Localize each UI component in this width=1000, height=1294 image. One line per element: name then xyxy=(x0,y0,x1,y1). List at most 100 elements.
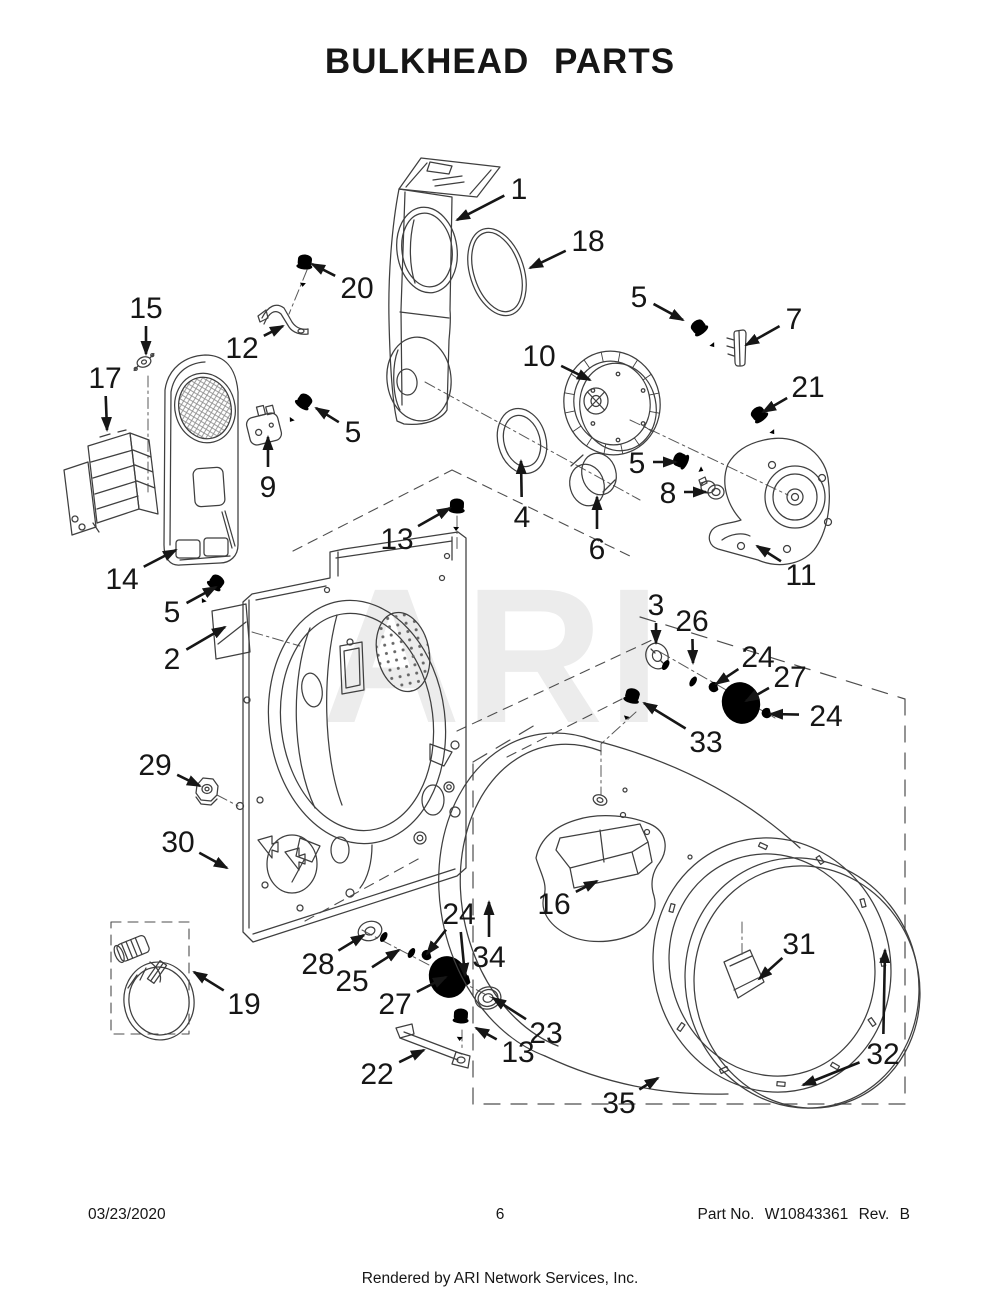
callout-arrow-25 xyxy=(371,948,401,969)
part-6-ring xyxy=(569,452,617,507)
part-11-blower-housing xyxy=(708,437,833,566)
callout-5: 5 xyxy=(345,416,362,449)
callout-4: 4 xyxy=(514,501,531,534)
callout-17: 17 xyxy=(88,362,121,395)
callout-arrow-14 xyxy=(143,548,178,568)
callout-12: 12 xyxy=(225,332,258,365)
callout-35: 35 xyxy=(602,1087,635,1120)
callout-24: 24 xyxy=(442,898,475,931)
part-17-heater-assembly xyxy=(63,429,159,536)
callout-arrow-31 xyxy=(757,957,784,981)
part-16-front-seal-patch xyxy=(535,815,666,943)
callout-arrow-13 xyxy=(474,1026,498,1041)
callout-arrow-27 xyxy=(744,686,770,703)
part-10-blower-wheel xyxy=(563,350,661,456)
callout-11: 11 xyxy=(785,559,816,592)
callout-arrow-2 xyxy=(185,625,227,651)
part-29-nut xyxy=(195,777,245,811)
part-7-clip xyxy=(726,329,747,367)
callout-27: 27 xyxy=(773,661,806,694)
part-5-screw-1 xyxy=(283,390,316,427)
callout-arrow-24 xyxy=(768,708,800,720)
callout-arrow-5 xyxy=(314,406,340,424)
callout-27: 27 xyxy=(378,988,411,1021)
part-no-label: Part No. xyxy=(697,1206,755,1223)
callout-26: 26 xyxy=(675,605,708,638)
callout-7: 7 xyxy=(786,303,803,336)
callout-arrow-1 xyxy=(455,194,505,222)
callout-arrow-19 xyxy=(192,970,225,992)
callout-arrow-16 xyxy=(575,879,599,893)
callout-19: 19 xyxy=(227,988,260,1021)
part-15-thermal-fuse xyxy=(133,352,155,372)
footer-date: 03/23/2020 xyxy=(88,1206,166,1223)
callout-arrow-29 xyxy=(176,773,202,788)
callout-25: 25 xyxy=(335,965,368,998)
callout-arrow-22 xyxy=(398,1048,426,1064)
callout-22: 22 xyxy=(360,1058,393,1091)
callout-arrow-30 xyxy=(198,851,229,870)
callout-28: 28 xyxy=(301,948,334,981)
callout-30: 30 xyxy=(161,826,194,859)
part-23-washer xyxy=(474,986,502,1010)
part-14-lint-duct-cover xyxy=(163,354,239,566)
callout-10: 10 xyxy=(522,340,555,373)
callout-arrow-27 xyxy=(416,975,448,994)
callout-arrow-5 xyxy=(185,585,218,605)
callout-5: 5 xyxy=(631,281,648,314)
callout-31: 31 xyxy=(782,928,815,961)
callout-arrow-32 xyxy=(879,948,891,1035)
callout-arrow-26 xyxy=(687,638,699,665)
part-13-screw-2 xyxy=(451,1008,470,1042)
footer-part-number: Part No. W10843361 Rev. B xyxy=(692,1206,910,1224)
callout-arrow-13 xyxy=(417,506,452,528)
callout-8: 8 xyxy=(660,477,677,510)
callout-arrow-24 xyxy=(458,931,470,978)
callout-arrow-17 xyxy=(101,395,113,432)
callout-arrow-33 xyxy=(642,701,687,730)
callout-arrow-11 xyxy=(755,544,782,563)
callout-6: 6 xyxy=(589,533,606,566)
callout-23: 23 xyxy=(529,1017,562,1050)
part-30-rear-bulkhead xyxy=(242,531,467,943)
callout-arrow-23 xyxy=(491,996,527,1021)
rendered-by-line: Rendered by ARI Network Services, Inc. xyxy=(361,1270,639,1287)
callout-20: 20 xyxy=(340,272,373,305)
callout-arrow-5 xyxy=(652,302,685,322)
part-27-roller-1 xyxy=(716,677,766,729)
rev-label: Rev. xyxy=(858,1206,890,1223)
part-32-drum-band xyxy=(684,857,921,1109)
callout-1: 1 xyxy=(511,173,528,206)
part-21-screw xyxy=(747,403,781,439)
callout-18: 18 xyxy=(571,225,604,258)
callout-29: 29 xyxy=(138,749,171,782)
part-18-door-seal xyxy=(467,227,527,317)
callout-arrow-20 xyxy=(310,262,336,277)
part-12-bracket xyxy=(257,304,309,335)
callout-33: 33 xyxy=(689,726,722,759)
part-1-front-bulkhead xyxy=(386,157,501,426)
callout-21: 21 xyxy=(791,371,824,404)
part-4-seal-ring xyxy=(496,407,548,475)
callout-arrow-32 xyxy=(801,1061,861,1087)
callout-arrow-7 xyxy=(744,325,781,347)
callout-32: 32 xyxy=(866,1038,899,1071)
part-35-drum xyxy=(438,732,892,1095)
callout-5: 5 xyxy=(164,596,181,629)
part-9-thermostat xyxy=(245,404,283,446)
callout-16: 16 xyxy=(537,888,570,921)
part-8-clamp xyxy=(698,476,725,500)
callout-arrow-4 xyxy=(515,459,527,498)
callout-13: 13 xyxy=(501,1036,534,1069)
page-title: BULKHEAD PARTS xyxy=(324,42,676,81)
callout-arrow-21 xyxy=(761,396,788,414)
part-19-wire-harness xyxy=(110,921,195,1041)
part-25-shaft xyxy=(374,928,417,960)
callout-arrow-12 xyxy=(263,324,285,337)
callout-9: 9 xyxy=(260,471,277,504)
callout-arrow-24 xyxy=(714,667,740,686)
footer-page-number: 6 xyxy=(495,1206,505,1223)
